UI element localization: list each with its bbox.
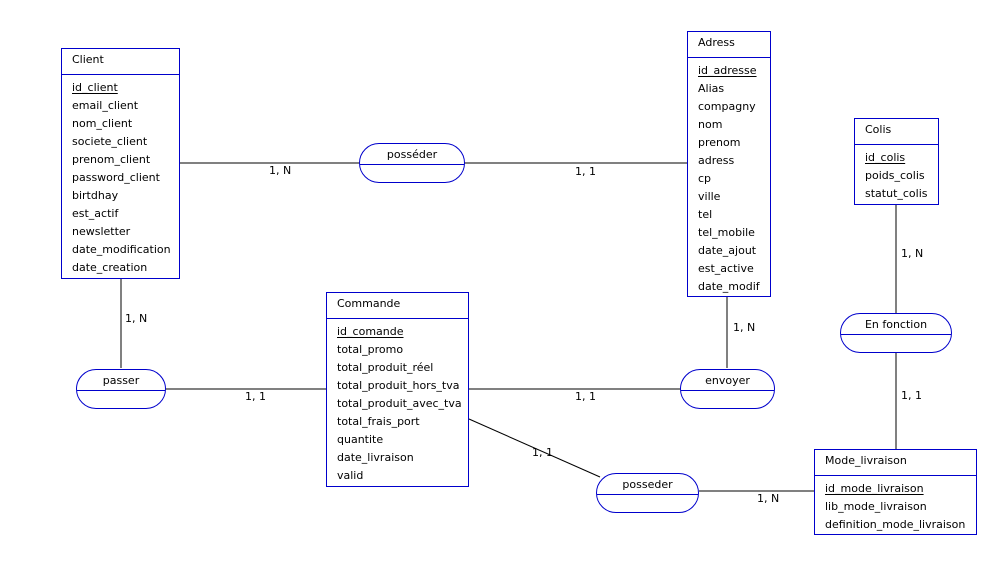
attribute: email_client [72,99,139,112]
attribute: prenom [698,136,741,149]
cardinality-label: 1, 1 [532,446,553,459]
cardinality-label: 1, 1 [901,389,922,402]
cardinality-label: 1, N [757,492,780,505]
entity-title: Commande [327,293,468,319]
attribute: est_actif [72,207,119,220]
attribute: statut_colis [865,187,928,200]
attribute: total_frais_port [337,415,420,428]
attribute: total_produit_réel [337,361,434,374]
attribute: quantite [337,433,384,446]
attribute: nom [698,118,723,131]
entity-commande[interactable]: Commande id_comande total_promo total_prod… [326,292,469,487]
attribute: definition_mode_livraison [825,518,966,531]
relation-passer[interactable]: passer [76,369,166,409]
attribute: date_modification [72,243,171,256]
attribute: date_ajout [698,244,757,257]
line-commande-posseder [468,418,601,478]
attribute: password_client [72,171,160,184]
primary-key-attribute: id_adresse [698,64,757,77]
attribute: adress [698,154,735,167]
attribute: birtdhay [72,189,119,202]
primary-key-attribute: id_mode_livraison [825,482,924,495]
attribute: total_promo [337,343,404,356]
primary-key-attribute: id_client [72,81,118,94]
attribute: ville [698,190,721,203]
cardinality-label: 1, 1 [245,390,266,403]
attribute: valid [337,469,364,482]
relation-label: En fonction [841,314,951,335]
attribute: societe_client [72,135,148,148]
cardinality-label: 1, N [125,312,148,325]
attribute: date_modif [698,280,760,293]
cardinality-label: 1, 1 [575,165,596,178]
relation-posseder-commande-mode[interactable]: posseder [596,473,699,513]
attribute: newsletter [72,225,131,238]
entity-title: Colis [855,119,938,145]
relation-label: posséder [360,144,464,165]
entity-mode-livraison[interactable]: Mode_livraison id_mode_livraison lib_mode… [814,449,977,535]
attribute: lib_mode_livraison [825,500,927,513]
cardinality-label: 1, 1 [575,390,596,403]
attribute: date_creation [72,261,148,274]
cardinality-label: 1, N [901,247,924,260]
entity-title: Mode_livraison [815,450,976,476]
primary-key-attribute: id_comande [337,325,404,338]
relation-label: passer [77,370,165,391]
relation-en-fonction[interactable]: En fonction [840,313,952,353]
attribute: compagny [698,100,756,113]
relation-posseder-client-adress[interactable]: posséder [359,143,465,183]
attribute: total_produit_avec_tva [337,397,462,410]
entity-title: Client [62,49,179,75]
attribute-list: id_colis poids_colis statut_colis [855,145,938,203]
attribute: tel_mobile [698,226,755,239]
attribute: Alias [698,82,725,95]
attribute: cp [698,172,712,185]
attribute: prenom_client [72,153,151,166]
cardinality-label: 1, N [733,321,756,334]
relation-envoyer[interactable]: envoyer [680,369,775,409]
attribute: est_active [698,262,754,275]
attribute: date_livraison [337,451,414,464]
relation-label: envoyer [681,370,774,391]
primary-key-attribute: id_colis [865,151,906,164]
attribute: nom_client [72,117,133,130]
attribute: total_produit_hors_tva [337,379,460,392]
attribute-list: id_client email_client nom_client societe_c… [62,75,179,277]
entity-title: Adress [688,32,770,58]
cardinality-label: 1, N [269,164,292,177]
relation-label: posseder [597,474,698,495]
attribute: tel [698,208,713,221]
attribute: poids_colis [865,169,925,182]
entity-colis[interactable]: Colis id_colis poids_colis statut_colis [854,118,939,205]
